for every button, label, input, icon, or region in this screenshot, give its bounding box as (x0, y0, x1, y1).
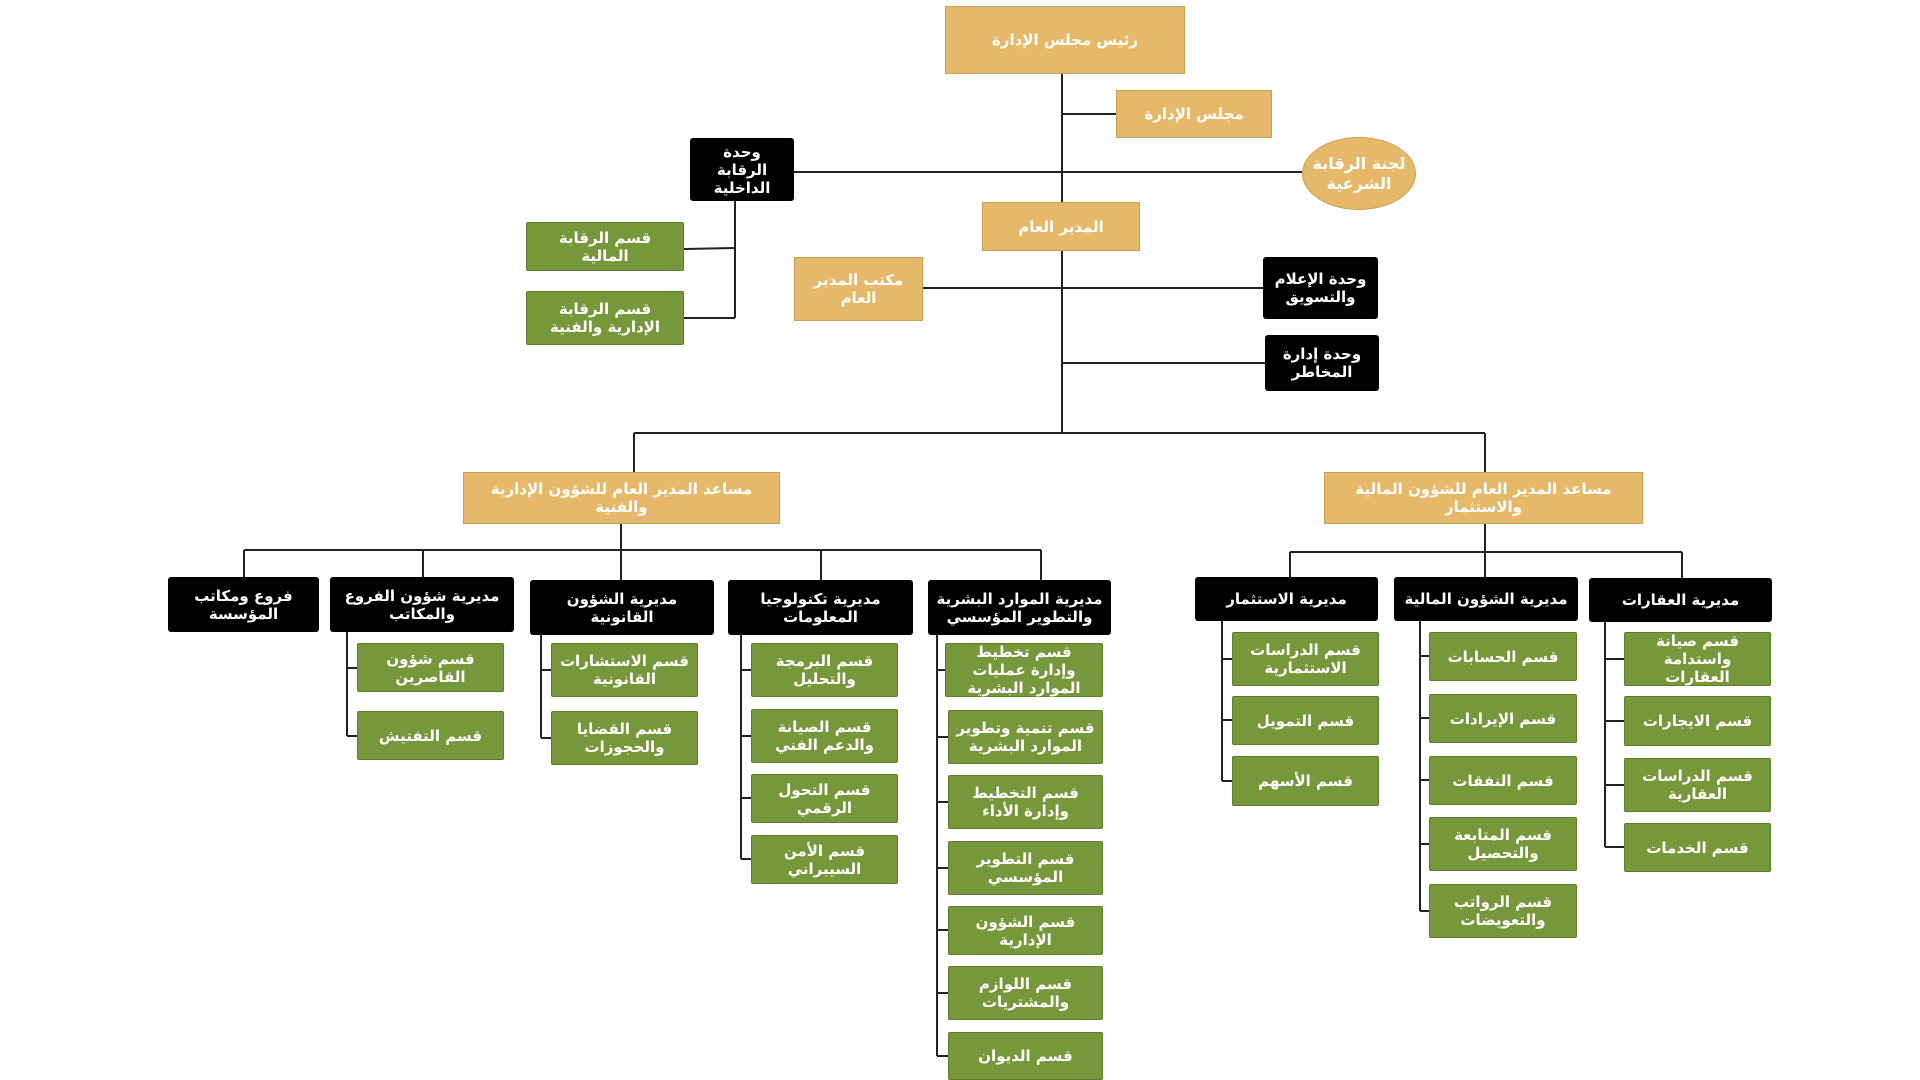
section-accounts: قسم الحسابات (1429, 632, 1577, 681)
section-diwan: قسم الديوان (948, 1032, 1103, 1080)
section-cases-seizures: قسم القضايا والحجوزات (551, 711, 698, 765)
connector-line (683, 247, 736, 250)
general-manager-box: المدير العام (982, 202, 1140, 251)
directorate-branch-affairs: مديرية شؤون الفروع والمكاتب (330, 577, 514, 632)
directorate-finance: مديرية الشؤون المالية (1394, 577, 1578, 621)
internal-audit-unit: وحدة الرقابة الداخلية (690, 138, 794, 201)
board-box: مجلس الإدارة (1116, 90, 1272, 138)
directorate-branches-offices: فروع ومكاتب المؤسسة (168, 577, 319, 632)
section-shares: قسم الأسهم (1232, 756, 1379, 806)
section-investment-studies: قسم الدراسات الاستثمارية (1232, 632, 1379, 686)
directorate-it: مديرية تكنولوجيا المعلومات (728, 580, 913, 635)
section-institutional-development: قسم التطوير المؤسسي (948, 841, 1103, 895)
chairman-box: رئيس مجلس الإدارة (945, 6, 1185, 74)
section-digital-transformation: قسم التحول الرقمي (751, 774, 898, 823)
media-marketing-unit: وحدة الإعلام والتسويق (1263, 257, 1378, 319)
assistant-gm-admin: مساعد المدير العام للشؤون الإدارية والفن… (463, 472, 780, 524)
section-supplies-procurement: قسم اللوازم والمشتريات (948, 966, 1103, 1020)
section-inspection: قسم التفتيش (357, 711, 504, 760)
section-performance-management: قسم التخطيط وإدارة الأداء (948, 775, 1103, 829)
section-cybersecurity: قسم الأمن السيبراني (751, 835, 898, 884)
gm-office-box: مكتب المدير العام (794, 257, 923, 321)
risk-management-unit: وحدة إدارة المخاطر (1265, 335, 1379, 391)
section-legal-consultations: قسم الاستشارات القانونية (551, 643, 698, 697)
section-minors-affairs: قسم شؤون القاصرين (357, 643, 504, 692)
section-administrative-affairs: قسم الشؤون الإدارية (948, 906, 1103, 955)
directorate-investment: مديرية الاستثمار (1195, 577, 1378, 621)
section-real-estate-studies: قسم الدراسات العقارية (1624, 758, 1771, 812)
section-followup-collection: قسم المتابعة والتحصيل (1429, 817, 1577, 871)
section-rentals: قسم الايجارات (1624, 696, 1771, 746)
directorate-real-estate: مديرية العقارات (1589, 578, 1772, 622)
financial-audit-section: قسم الرقابة المالية (526, 222, 684, 271)
directorate-hr: مديرية الموارد البشرية والتطوير المؤسسي (928, 580, 1111, 635)
section-programming-analysis: قسم البرمجة والتحليل (751, 643, 898, 697)
section-salaries-compensation: قسم الرواتب والتعويضات (1429, 884, 1577, 938)
section-hr-operations: قسم تخطيط وإدارة عمليات الموارد البشرية (945, 643, 1103, 697)
section-financing: قسم التمويل (1232, 696, 1379, 745)
section-services: قسم الخدمات (1624, 823, 1771, 872)
assistant-gm-finance: مساعد المدير العام للشؤون المالية والاست… (1324, 472, 1643, 524)
section-expenses: قسم النفقات (1429, 756, 1577, 805)
section-hr-development: قسم تنمية وتطوير الموارد البشرية (948, 710, 1103, 764)
directorate-legal-affairs: مديرية الشؤون القانونية (530, 580, 714, 635)
section-maintenance-support: قسم الصيانة والدعم الفني (751, 709, 898, 763)
section-property-maintenance: قسم صيانة واستدامة العقارات (1624, 632, 1771, 686)
section-revenues: قسم الإيرادات (1429, 694, 1577, 743)
sharia-committee: لجنة الرقابة الشرعية (1302, 137, 1416, 210)
admin-tech-audit-section: قسم الرقابة الإدارية والفنية (526, 291, 684, 345)
